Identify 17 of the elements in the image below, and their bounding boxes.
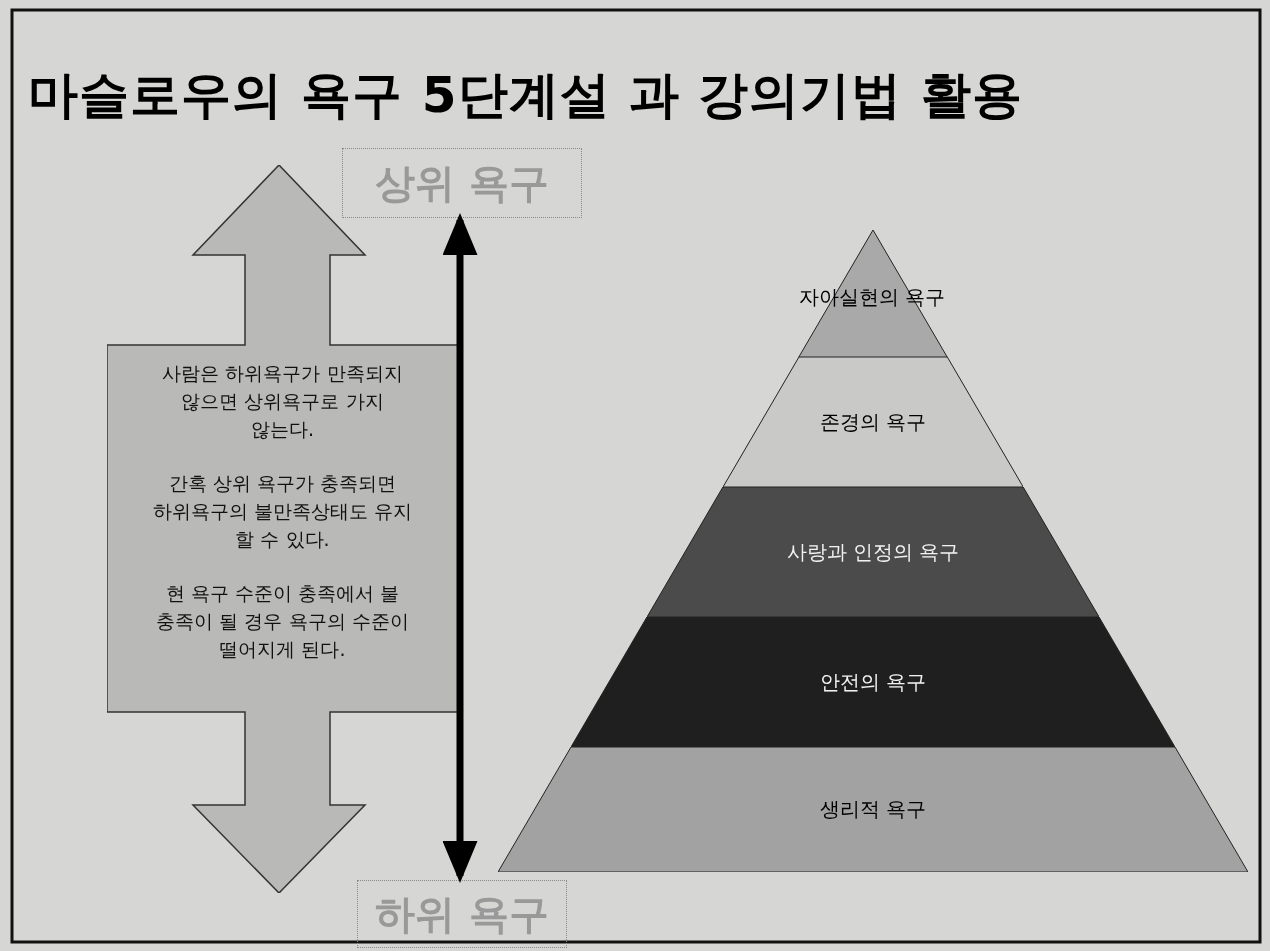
panel-text: 간혹 상위 욕구가 충족되면 하위욕구의 불만족상태도 유지 할 수 있다. — [151, 471, 414, 552]
layer-label: 존경의 욕구 — [819, 408, 927, 436]
pyramid-layer — [646, 487, 1100, 617]
layer-label: 생리적 욕구 — [819, 796, 927, 823]
caption-box: 상위 욕구 — [342, 148, 582, 218]
panel-text: 현 욕구 수준이 충족에서 불 충족이 될 경우 욕구의 수준이 떨어지게 된다. — [155, 581, 410, 662]
double-arrow-line — [442, 213, 478, 883]
title: 마슬로우의 욕구 5단계설 과 강의기법 활용 — [28, 65, 1023, 126]
panel-text: 사람은 하위욕구가 만족되지 않으면 상위욕구로 가지 않는다. — [161, 361, 404, 442]
caption-box: 하위 욕구 — [357, 880, 567, 948]
double-arrow-panel — [107, 165, 458, 893]
pyramid-layer — [498, 747, 1248, 872]
pyramid-layer — [571, 617, 1175, 747]
layer-label: 안전의 욕구 — [819, 668, 927, 696]
layer-label: 자아실현의 욕구 — [798, 283, 946, 311]
pyramid-layer — [722, 357, 1024, 487]
layer-label: 사랑과 인정의 욕구 — [786, 538, 960, 566]
